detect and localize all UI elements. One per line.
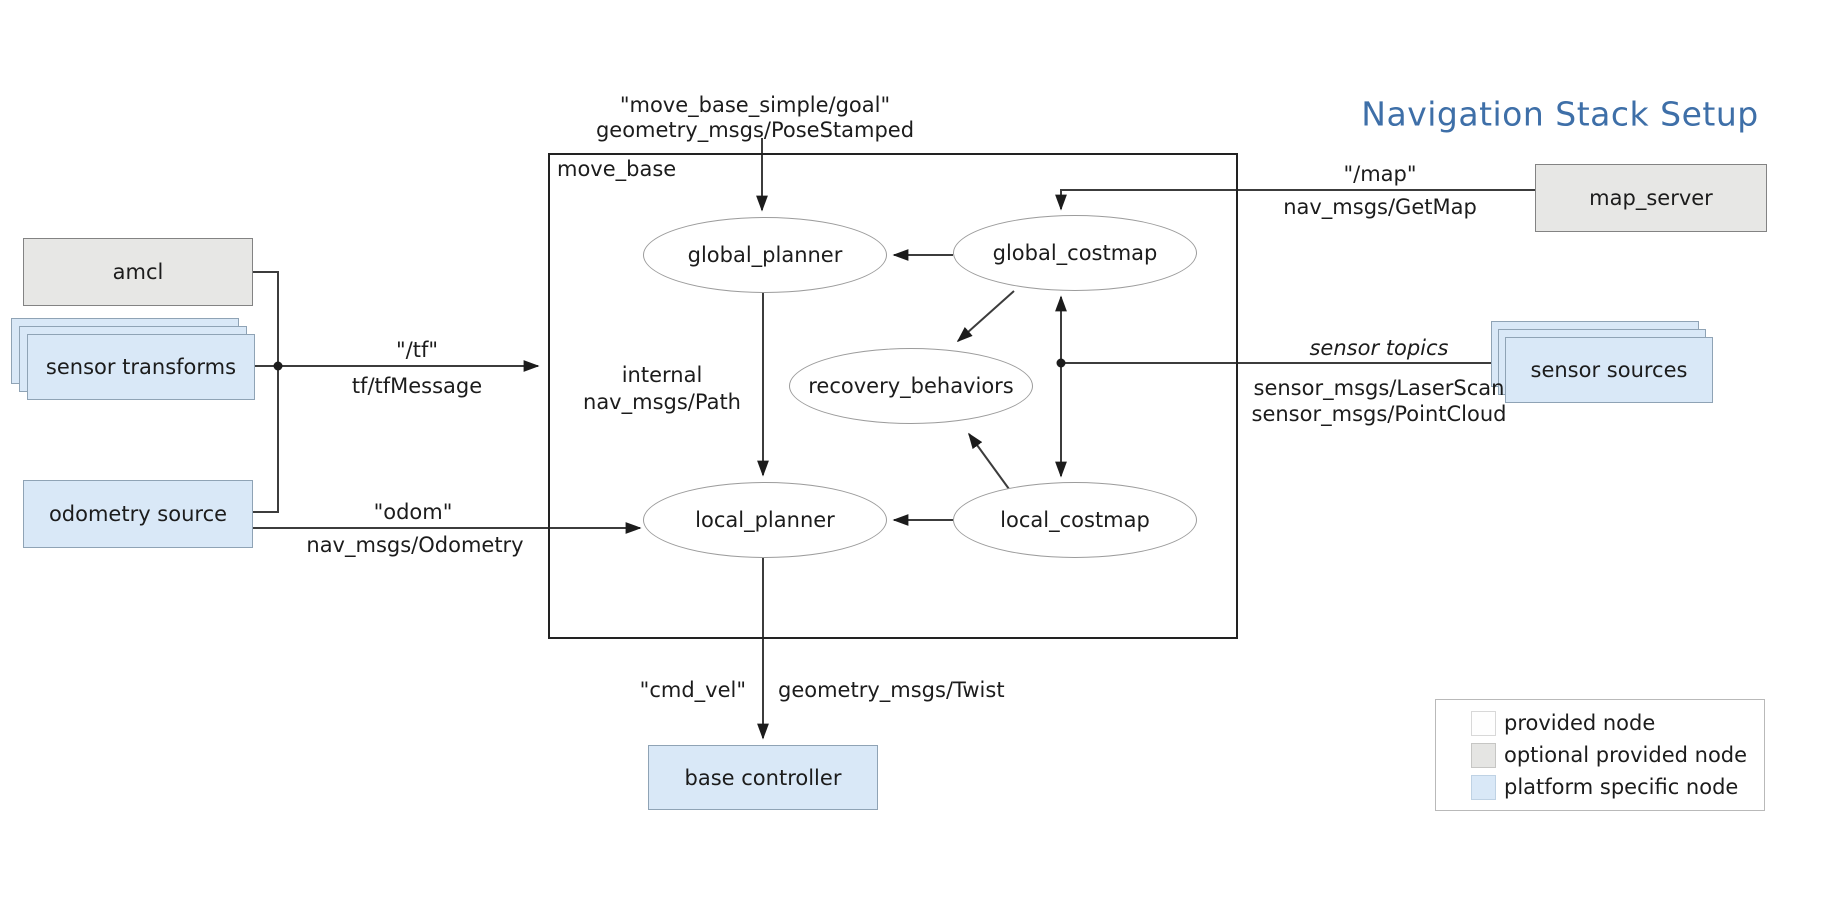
- map-server-label: map_server: [1589, 186, 1713, 210]
- legend-row-optional: optional provided node: [1471, 742, 1764, 768]
- node-global-planner: global_planner: [643, 217, 887, 293]
- node-amcl: amcl: [23, 238, 253, 306]
- local-costmap-label: local_costmap: [1000, 508, 1150, 532]
- global-planner-label: global_planner: [687, 243, 843, 267]
- node-odometry-source: odometry source: [23, 480, 253, 548]
- cmdvel-topic-label: "cmd_vel": [639, 677, 746, 702]
- legend: provided node optional provided node pla…: [1435, 699, 1765, 811]
- node-base-controller: base controller: [648, 745, 878, 810]
- goal-type-label: geometry_msgs/PoseStamped: [595, 117, 915, 142]
- junction-dot-tf: [273, 361, 283, 371]
- local-planner-label: local_planner: [695, 508, 835, 532]
- edge-left-bus: [253, 271, 279, 513]
- sensor-laser-label: sensor_msgs/LaserScan: [1253, 375, 1505, 400]
- cmdvel-type-label: geometry_msgs/Twist: [778, 677, 1005, 702]
- internal-type-label: nav_msgs/Path: [583, 389, 741, 414]
- sensor-transforms-front: sensor transforms: [27, 334, 255, 400]
- move-base-container: [548, 153, 1238, 639]
- legend-label-optional: optional provided node: [1504, 743, 1748, 767]
- edge-globalcostmap-recovery: [956, 290, 1015, 343]
- node-map-server: map_server: [1535, 164, 1767, 232]
- global-costmap-label: global_costmap: [992, 241, 1158, 265]
- legend-swatch-provided: [1471, 710, 1496, 736]
- legend-row-platform: platform specific node: [1471, 774, 1764, 800]
- node-local-planner: local_planner: [643, 482, 887, 558]
- map-type-label: nav_msgs/GetMap: [1283, 194, 1477, 219]
- diagram-title: Navigation Stack Setup: [1361, 94, 1759, 134]
- internal-label: internal: [621, 362, 703, 387]
- sensor-sources-label: sensor sources: [1530, 358, 1688, 382]
- legend-row-provided: provided node: [1471, 710, 1764, 736]
- base-controller-label: base controller: [684, 765, 842, 790]
- sensor-sources-front: sensor sources: [1505, 337, 1713, 403]
- legend-label-provided: provided node: [1504, 711, 1656, 735]
- odometry-source-label: odometry source: [48, 502, 228, 526]
- map-topic-label: "/map": [1343, 161, 1417, 186]
- edge-map: [1055, 189, 1535, 211]
- goal-topic-label: "move_base_simple/goal": [619, 92, 891, 117]
- legend-swatch-platform: [1471, 774, 1496, 800]
- node-recovery-behaviors: recovery_behaviors: [789, 348, 1033, 424]
- tf-type-label: tf/tfMessage: [351, 373, 483, 398]
- node-global-costmap: global_costmap: [953, 215, 1197, 291]
- sensor-topics-label: sensor topics: [1309, 335, 1449, 360]
- sensor-pointcloud-label: sensor_msgs/PointCloud: [1251, 401, 1507, 426]
- legend-swatch-optional: [1471, 742, 1496, 768]
- edge-localcostmap-recovery: [968, 432, 1010, 490]
- recovery-behaviors-label: recovery_behaviors: [808, 374, 1014, 398]
- node-local-costmap: local_costmap: [953, 482, 1197, 558]
- junction-dot-sensor: [1056, 358, 1066, 368]
- odom-topic-label: "odom": [373, 499, 453, 524]
- odom-type-label: nav_msgs/Odometry: [306, 532, 524, 557]
- amcl-label: amcl: [112, 260, 164, 284]
- legend-label-platform: platform specific node: [1504, 775, 1739, 799]
- tf-topic-label: "/tf": [395, 337, 439, 362]
- move-base-label: move_base: [557, 157, 677, 181]
- sensor-transforms-label: sensor transforms: [45, 355, 237, 379]
